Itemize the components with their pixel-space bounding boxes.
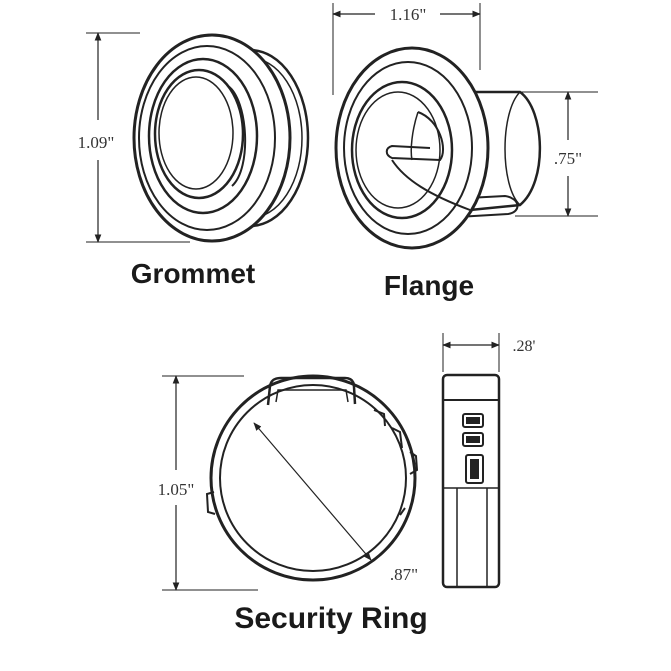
security-ring-side-drawing: [441, 373, 501, 589]
flange-depth-dimension: [515, 91, 598, 217]
security-ring-height-dimension: [162, 375, 258, 591]
grommet-title: Grommet: [131, 258, 255, 289]
security-ring-height-label: 1.05": [158, 480, 195, 499]
security-ring-title: Security Ring: [234, 602, 427, 635]
security-ring-width-dimension: [442, 333, 500, 372]
flange-depth-label: .75": [554, 149, 582, 168]
security-ring-drawing: [205, 374, 419, 582]
flange-title: Flange: [384, 270, 474, 301]
grommet-drawing: [132, 33, 310, 243]
security-ring-diameter-label: .87": [390, 565, 418, 584]
grommet-height-dimension: [86, 32, 190, 243]
flange-drawing: [334, 46, 542, 250]
security-ring-width-label: .28': [513, 338, 536, 355]
flange-width-dimension: [332, 3, 481, 95]
flange-width-label: 1.16": [390, 5, 427, 24]
grommet-height-label: 1.09": [78, 133, 115, 152]
